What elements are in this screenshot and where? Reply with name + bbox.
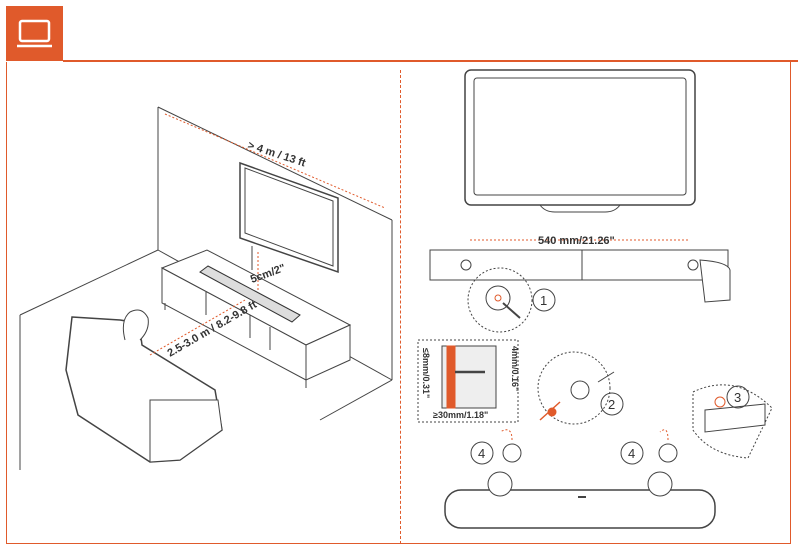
room-illustration [19,106,393,470]
panel-divider [400,70,401,544]
content-frame [6,62,791,544]
step-4b-number: 4 [628,446,635,461]
soundbar-front [444,429,716,529]
template-width-label: 540 mm/21.26" [538,235,615,247]
screw-diameter-label: 4mm/0.16" [510,346,520,391]
step-3-number: 3 [734,390,741,405]
screw-head-label: ≤8mm/0.31" [421,348,431,398]
step-4a-number: 4 [478,446,485,461]
mounting-template [429,239,731,333]
header-rule [63,60,798,62]
header-tv-badge [6,6,63,61]
bracket-detail [692,384,773,459]
tv-front-view [464,69,696,213]
step-2-number: 2 [608,397,615,412]
step-1-number: 1 [540,293,547,308]
screw-length-label: ≥30mm/1.18" [433,410,488,420]
tv-icon [17,19,52,48]
screw-spec-detail [417,339,615,425]
